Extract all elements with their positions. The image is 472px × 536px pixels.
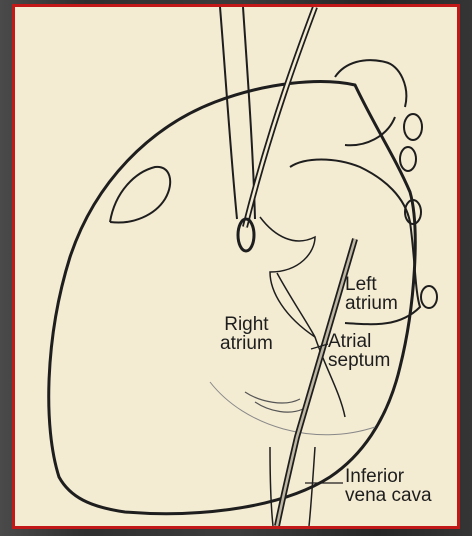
label-atrial-septum: Atrial septum [328,332,390,370]
superior-vena-cava [220,7,255,219]
label-atrial-septum-line2: septum [328,351,390,370]
valve-hatching [245,392,303,412]
label-right-atrium-line1: Right [220,315,273,334]
label-left-atrium: Left atrium [345,275,398,313]
diagram-frame: Left atrium Right atrium Atrial septum I… [12,4,460,529]
label-inferior-vena-cava: Inferior vena cava [345,467,432,505]
aorta-outline [335,60,406,145]
heart-diagram [15,7,457,526]
pulmonary-vein-1 [404,114,422,140]
label-left-atrium-line1: Left [345,275,398,294]
label-ivc-line2: vena cava [345,486,432,505]
pulmonary-vein-2 [400,147,416,171]
label-left-atrium-line2: atrium [345,294,398,313]
inner-chamber-curve [210,382,375,435]
catheter-upper [245,7,315,227]
label-right-atrium: Right atrium [220,315,273,353]
label-ivc-line1: Inferior [345,467,432,486]
label-atrial-septum-line1: Atrial [328,332,390,351]
label-right-atrium-line2: atrium [220,334,273,353]
atrial-appendage-outline [110,167,170,223]
pulmonary-vein-4 [421,286,437,308]
